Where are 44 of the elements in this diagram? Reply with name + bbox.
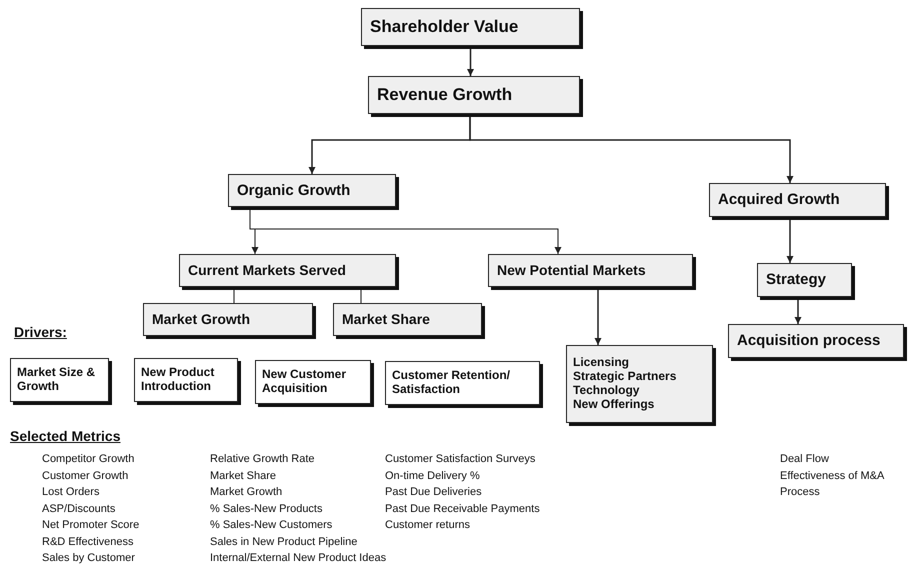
metric-text: Sales by Customer (42, 553, 135, 564)
metric-text: Sales in New Product Pipeline (210, 536, 358, 548)
driver-box: New Customer Acquisition (255, 360, 371, 404)
arrow (469, 114, 794, 183)
metric-text: Lost Orders (42, 487, 100, 498)
metric-text: Relative Growth Rate (210, 454, 315, 465)
arrow (794, 297, 802, 324)
metric-text: Effectiveness of M&A (780, 470, 884, 482)
driver-box: Customer Retention/ Satisfaction (385, 361, 540, 405)
metric-text: Internal/External New Product Ideas (210, 553, 386, 564)
metric-text: Competitor Growth (42, 454, 134, 465)
metric-text: Customer Satisfaction Surveys (385, 454, 536, 465)
metric-text: Customer returns (385, 520, 470, 531)
process-box: Market Growth (143, 303, 313, 336)
metric-text: Net Promoter Score (42, 520, 140, 531)
arrow (594, 287, 602, 345)
metric-text: Deal Flow (780, 454, 829, 465)
metric-text: Past Due Receivable Payments (385, 504, 540, 514)
process-box: Current Markets Served (179, 254, 396, 287)
process-box: Acquisition process (728, 324, 904, 358)
process-box: Revenue Growth (368, 76, 580, 114)
process-box: Acquired Growth (709, 183, 886, 217)
metric-text: % Sales-New Products (210, 504, 322, 514)
section-heading: Drivers: (14, 324, 67, 340)
process-box: Strategy (757, 263, 852, 297)
process-box: Shareholder Value (361, 8, 580, 46)
metric-text: Market Share (210, 470, 276, 482)
driver-box: Market Size & Growth (10, 358, 109, 402)
list-box: Licensing Strategic Partners Technology New Offerings (566, 345, 713, 423)
driver-box: New Product Introduction (134, 358, 238, 402)
process-box: Market Share (333, 303, 482, 336)
metric-text: Past Due Deliveries (385, 487, 482, 498)
metric-text: Process (780, 487, 820, 498)
metric-text: ASP/Discounts (42, 504, 116, 514)
metric-text: Customer Growth (42, 470, 128, 482)
metric-text: Market Growth (210, 487, 282, 498)
metric-text: % Sales-New Customers (210, 520, 332, 531)
metric-text: R&D Effectiveness (42, 536, 134, 548)
arrow (467, 46, 474, 76)
process-box: New Potential Markets (488, 254, 693, 287)
arrow (786, 217, 794, 263)
section-heading: Selected Metrics (10, 428, 120, 444)
metric-text: On-time Delivery % (385, 470, 480, 482)
process-box: Organic Growth (228, 174, 396, 207)
